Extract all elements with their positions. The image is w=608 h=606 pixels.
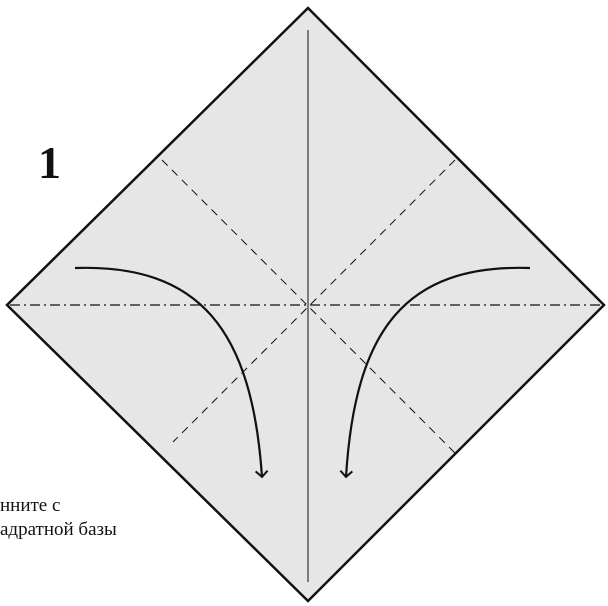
curved-arrow-down-icon (339, 266, 531, 479)
diagonal-valley-fold-b (172, 159, 456, 443)
step-number: 1 (38, 137, 61, 188)
instruction-line-1: нните с (0, 495, 61, 516)
instruction-text: нните с адратной базы (0, 494, 232, 542)
instruction-line-2: адратной базы (0, 519, 117, 540)
curved-arrow-down-icon (74, 266, 269, 479)
